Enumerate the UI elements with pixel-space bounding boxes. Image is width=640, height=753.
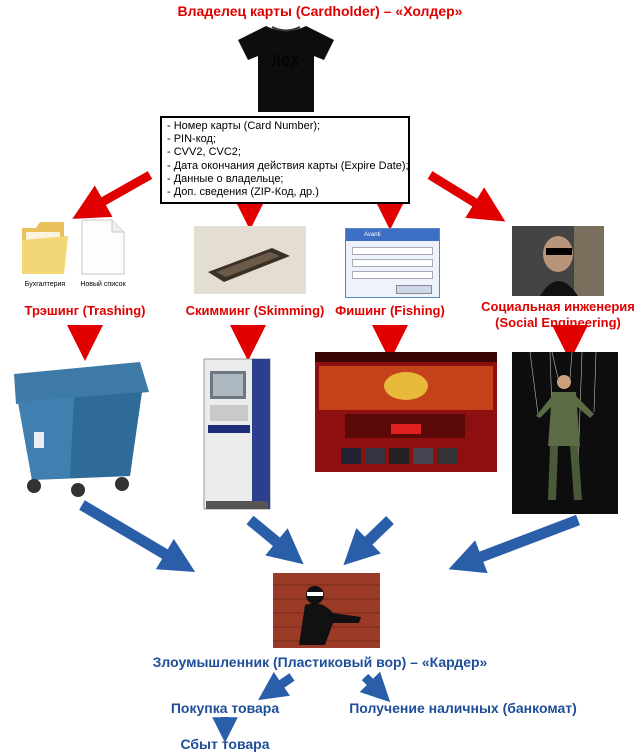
dialog-field — [352, 259, 433, 267]
cash-label: Получение наличных (банкомат) — [349, 700, 577, 716]
carder-label: Злоумышленник (Пластиковый вор) – «Карде… — [152, 654, 488, 670]
phishing-website-image — [315, 352, 497, 486]
carder-image — [273, 573, 380, 648]
trashing-files: Бухгалтерия Новый список — [18, 218, 130, 298]
arrow-phishing-to-carder — [343, 516, 394, 566]
social-label-line2: (Social Engineering) — [495, 315, 621, 330]
tshirt-text: ЛОХ — [272, 54, 300, 70]
puppet-man-image — [512, 352, 618, 514]
card-data-item: - Данные о владельце; — [167, 172, 284, 185]
trashing-label: Трэшинг (Trashing) — [24, 303, 146, 318]
dumpster-image — [14, 362, 149, 497]
eye-censor-bar — [546, 248, 572, 255]
file-label-1: Бухгалтерия — [24, 281, 66, 288]
phishing-dialog-image: Avanti — [345, 228, 440, 298]
arrow-to-cash — [359, 671, 391, 703]
card-data-box: - Номер карты (Card Number); - PIN-код; … — [160, 116, 410, 204]
arrow-to-trashing — [72, 171, 153, 219]
arrow-trashing-to-carder — [79, 500, 196, 572]
arrow-skimming-to-carder — [246, 515, 304, 565]
dialog-button — [396, 285, 432, 294]
phishing-label: Фишинг (Fishing) — [335, 303, 445, 318]
card-data-item: - CVV2, CVC2; — [167, 146, 241, 159]
skimming-label: Скимминг (Skimming) — [185, 303, 325, 318]
arrow-social-to-carder — [448, 514, 580, 574]
card-data-item: - Дата окончания действия карты (Expire … — [167, 159, 409, 172]
arrow-to-purchase — [258, 671, 295, 701]
cardholder-title: Владелец карты (Cardholder) – «Холдер» — [177, 3, 463, 19]
tshirt-image: ЛОХ — [238, 26, 334, 112]
dialog-field — [352, 271, 433, 279]
phone-man-image — [512, 226, 604, 296]
dialog-title: Avanti — [346, 229, 439, 241]
card-data-item: - Номер карты (Card Number); — [167, 120, 321, 132]
atm-image — [203, 358, 271, 510]
file-icon — [81, 219, 125, 275]
social-label-line1: Социальная инженерия — [481, 299, 635, 314]
card-data-item: - PIN-код; — [167, 133, 217, 146]
skimmer-image — [194, 226, 306, 294]
sale-label: Сбыт товара — [180, 736, 270, 752]
file-label-2: Новый список — [80, 281, 126, 288]
arrow-to-social — [427, 171, 506, 222]
card-data-item: - Доп. сведения (ZIP-Код, др.) — [167, 186, 319, 199]
folder-icon — [22, 222, 68, 274]
purchase-label: Покупка товара — [170, 700, 280, 716]
dialog-field — [352, 247, 433, 255]
